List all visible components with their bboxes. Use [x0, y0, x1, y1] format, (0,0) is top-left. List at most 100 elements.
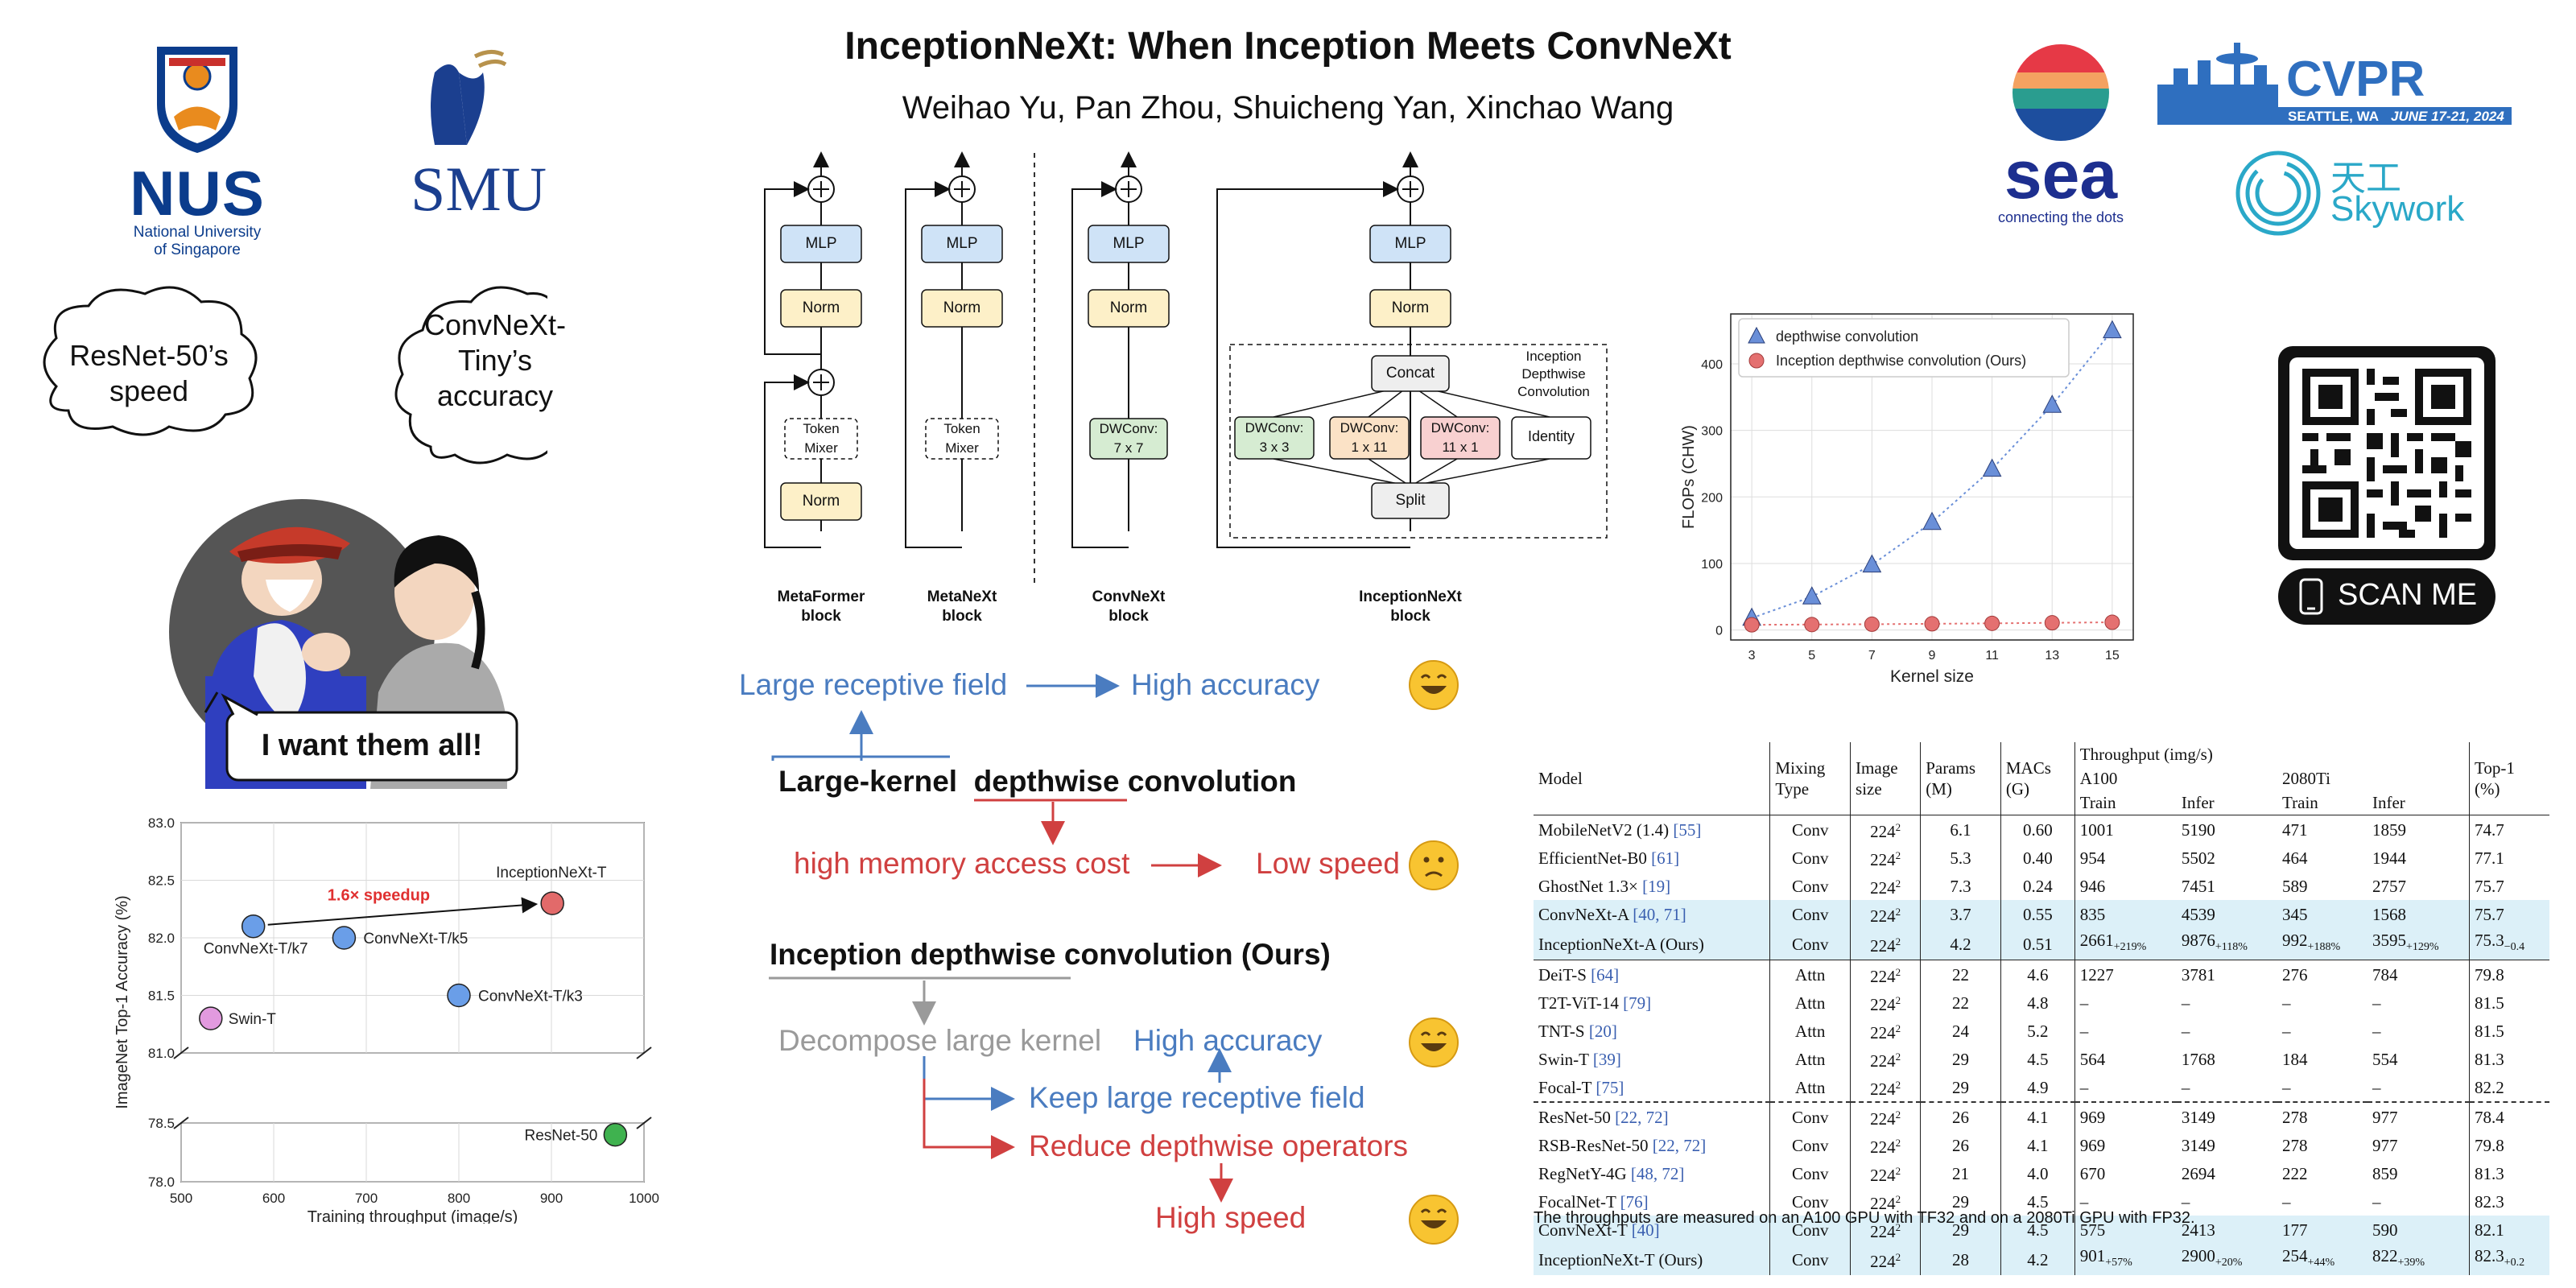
smile-emoji-icon [1409, 660, 1459, 710]
x-tick-label: 9 [1929, 649, 1936, 663]
cell-type: Conv [1769, 844, 1851, 872]
cell-a100-train: 969 [2074, 1101, 2177, 1132]
qr-code-icon [2302, 369, 2471, 538]
cell-ti-infer: 1944 [2372, 848, 2406, 868]
high-acc-text: High accuracy [1131, 668, 1320, 701]
cell-a100-train: – [2074, 1187, 2177, 1216]
cell-type: Attn [1769, 960, 1851, 989]
in-norm-label: Norm [1391, 299, 1430, 316]
in-dw33-label: DWConv:3 x 3 [1235, 419, 1314, 457]
cell-model: MobileNetV2 (1.4) [55] [1534, 815, 1770, 844]
dw111b-line2: 11 x 1 [1442, 440, 1479, 455]
cell-ti-infer: 590 [2372, 1220, 2398, 1240]
in-t2: block [1390, 608, 1430, 625]
cell-model: InceptionNeXt-A (Ours) [1538, 934, 1704, 954]
cell-model: Focal-T [75] [1538, 1077, 1624, 1097]
reduce-text: Reduce depthwise operators [1029, 1129, 1409, 1162]
mn-t1: MetaNeXt [927, 588, 997, 605]
seattle-skyline-icon [2157, 43, 2512, 125]
cell-a100-infer: – [2181, 993, 2190, 1013]
scatter-point [540, 891, 564, 915]
dw111b-line1: DWConv: [1430, 420, 1490, 436]
cell-params: 26 [1920, 1101, 2001, 1132]
low-speed-text: Low speed [1256, 847, 1400, 880]
cell-ti-train: 177 [2282, 1220, 2308, 1240]
cell-top1: 81.5 [2469, 989, 2549, 1018]
cell-model: InceptionNeXt-T (Ours) [1538, 1249, 1703, 1269]
col-a100-train: Train [2074, 791, 2177, 815]
scan-me-pill[interactable] [2278, 568, 2496, 625]
t1-h2: (%) [2475, 779, 2500, 799]
img-h2: size [1856, 779, 1882, 799]
triangle-marker [1922, 511, 1942, 530]
point-label: ConvNeXt-T/k5 [363, 931, 468, 947]
mf-t2: block [801, 608, 841, 625]
cell-top1: 81.5 [2469, 1017, 2549, 1046]
cell-a100-infer: 3149 [2176, 1101, 2278, 1132]
mf-mlp-label: MLP [805, 235, 837, 252]
x-tick-label: 11 [1985, 649, 1999, 663]
cell-model: ResNet-50 [22, 72] [1534, 1101, 1770, 1132]
table-footnote: The throughputs are measured on an A100 … [1534, 1209, 2195, 1227]
cell-ti-train: 222 [2282, 1163, 2308, 1183]
cell-a100-train: 835 [2074, 900, 2177, 928]
cell-params: 29 [1920, 1045, 2001, 1074]
cell-ti-infer: 1859 [2367, 815, 2470, 844]
x-tick-label: 5 [1808, 649, 1815, 663]
cell-ti-train: – [2282, 1191, 2291, 1212]
cell-params: 22 [1920, 989, 2001, 1018]
cell-a100-train: 969 [2074, 1131, 2177, 1160]
cell-ti-infer: – [2372, 1191, 2381, 1212]
cell-top1: 82.2 [2469, 1073, 2549, 1103]
sea-orb-icon [2013, 44, 2109, 141]
cell-macs: 4.5 [2000, 1187, 2075, 1216]
cell-ti-train: 184 [2282, 1049, 2308, 1069]
circle-marker [1864, 616, 1880, 632]
nus-line1: National University [133, 224, 262, 241]
cell-a100-infer: 9876+118% [2181, 931, 2248, 954]
img-h1: Image [1856, 758, 1898, 778]
scatter-point [447, 983, 471, 1008]
col-top1: Top-1(%) [2469, 742, 2549, 815]
cell-ti-infer: 977 [2372, 1135, 2398, 1155]
cell-params: 29 [1920, 1187, 2001, 1216]
circle-marker [2044, 615, 2060, 631]
sad-emoji-icon [1409, 840, 1459, 890]
cell-a100-train: 1001 [2074, 815, 2177, 844]
col-2080ti: 2080Ti [2282, 769, 2330, 788]
cell-macs: 5.2 [2000, 1017, 2075, 1046]
cell-ti-train: 278 [2277, 1101, 2368, 1132]
cell-top1: 75.7 [2469, 900, 2549, 928]
speedup-arrow [267, 897, 539, 926]
in-dw111b-label: DWConv: 11 x 1 [1421, 419, 1500, 457]
cell-macs: 4.2 [2000, 1244, 2075, 1276]
cell-type: Conv [1769, 928, 1851, 960]
cell-macs: 0.55 [2000, 900, 2075, 928]
y-tick-label: 82.5 [148, 873, 175, 889]
col-a100: A100 [2074, 766, 2278, 791]
nus-line2: of Singapore [154, 242, 241, 258]
qr-code-panel[interactable]: SCAN ME [2278, 346, 2496, 628]
cell-size: 2242 [1850, 1216, 1921, 1245]
triangle-marker [2103, 320, 2122, 339]
cell-ti-train: – [2282, 1021, 2291, 1041]
cn-t1: ConvNeXt [1092, 588, 1166, 605]
cell-type: Conv [1769, 872, 1851, 900]
point-label: InceptionNeXt-T [496, 865, 607, 881]
col-params: Params(M) [1920, 742, 2001, 815]
cell-a100-infer: 3781 [2176, 960, 2278, 989]
poster-title: InceptionNeXt: When Inception Meets Conv… [844, 25, 1732, 68]
cell-type: Conv [1769, 1159, 1851, 1188]
x-axis-label: Kernel size [1890, 667, 1974, 686]
col-macs: MACs(G) [2000, 742, 2075, 815]
triangle-marker [1862, 554, 1882, 573]
cell-top1: 81.3 [2469, 1045, 2549, 1074]
point-label: Swin-T [229, 1011, 277, 1028]
